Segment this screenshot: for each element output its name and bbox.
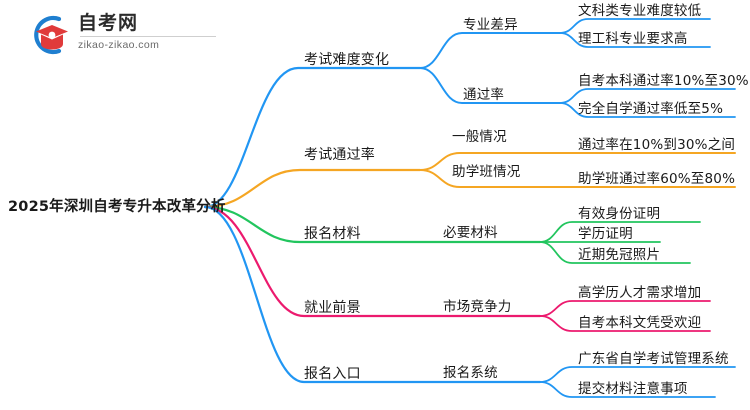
leaf-通过率在10到30之间[interactable]: 通过率在10%到30%之间	[578, 137, 736, 153]
link-root-to-branch-4	[203, 205, 542, 318]
link-child-市场竞争力-leaf-1	[539, 300, 711, 317]
subnode-市场竞争力[interactable]: 市场竞争力	[443, 299, 512, 315]
logo-name: 自考网	[78, 12, 139, 34]
branch-node-考试难度变化[interactable]: 考试难度变化	[304, 52, 390, 68]
leaf-自考本科文凭受欢迎[interactable]: 自考本科文凭受欢迎	[578, 315, 702, 331]
leaf-高学历人才需求增加[interactable]: 高学历人才需求增加	[578, 285, 702, 301]
link-child-市场竞争力-leaf-2	[539, 315, 711, 332]
leaf-理工科专业要求高[interactable]: 理工科专业要求高	[578, 31, 688, 47]
branch-node-报名材料[interactable]: 报名材料	[304, 226, 361, 242]
logo-text-block: 自考网 zikao-zikao.com	[78, 11, 218, 57]
link-child-报名系统-leaf-1	[539, 366, 736, 383]
subnode-报名系统[interactable]: 报名系统	[443, 365, 498, 381]
link-branch1-to-child-专业差异	[419, 32, 561, 69]
link-child-报名系统-leaf-2	[539, 381, 716, 398]
branch-node-就业前景[interactable]: 就业前景	[304, 300, 361, 316]
link-branch1-to-child-通过率	[419, 67, 561, 104]
link-child-专业差异-leaf-2	[559, 32, 711, 48]
subnode-必要材料[interactable]: 必要材料	[443, 225, 498, 241]
link-root-to-branch-3	[203, 205, 542, 244]
subnode-专业差异[interactable]: 专业差异	[463, 17, 518, 33]
subnode-助学班情况[interactable]: 助学班情况	[452, 164, 521, 180]
graduation-cap-icon	[34, 15, 68, 55]
link-root-to-branch-2	[203, 168, 422, 209]
leaf-助学班通过率60至80[interactable]: 助学班通过率60%至80%	[578, 171, 736, 187]
link-branch2-to-child-一般情况	[419, 152, 736, 171]
link-root-to-branch-1	[203, 66, 422, 209]
leaf-自考本科通过率10至30[interactable]: 自考本科通过率10%至30%	[578, 73, 749, 89]
site-logo: 自考网 zikao-zikao.com	[28, 11, 218, 59]
logo-divider	[80, 36, 216, 37]
logo-url: zikao-zikao.com	[78, 39, 160, 51]
link-child-必要材料-leaf-3	[539, 241, 691, 264]
leaf-文科类专业难度较低[interactable]: 文科类专业难度较低	[578, 3, 702, 19]
leaf-提交材料注意事项[interactable]: 提交材料注意事项	[578, 381, 688, 397]
subnode-通过率[interactable]: 通过率	[463, 87, 505, 103]
leaf-有效身份证明[interactable]: 有效身份证明	[578, 206, 661, 222]
branch-node-考试通过率[interactable]: 考试通过率	[304, 147, 375, 163]
branch-node-报名入口[interactable]: 报名入口	[304, 366, 361, 382]
root-node[interactable]: 2025年深圳自考专升本改革分析	[8, 199, 226, 215]
leaf-完全自学通过率低至5[interactable]: 完全自学通过率低至5%	[578, 101, 724, 117]
leaf-近期免冠照片[interactable]: 近期免冠照片	[578, 247, 661, 263]
link-branch2-to-child-助学班情况	[419, 169, 736, 188]
link-root-to-branch-5	[203, 205, 542, 384]
link-child-通过率-leaf-2	[559, 102, 736, 118]
leaf-广东省自学考试管理系统[interactable]: 广东省自学考试管理系统	[578, 351, 729, 367]
subnode-一般情况[interactable]: 一般情况	[452, 129, 507, 145]
leaf-学历证明[interactable]: 学历证明	[578, 226, 633, 242]
